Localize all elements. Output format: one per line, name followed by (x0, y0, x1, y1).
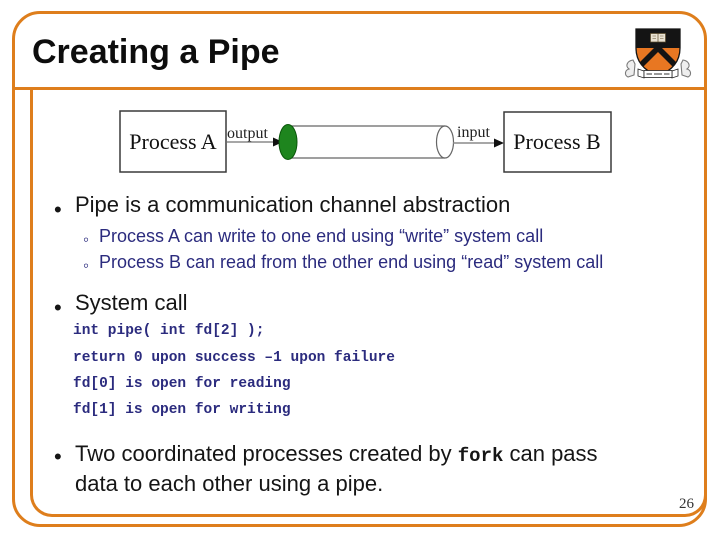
sub-bullet-write: Process A can write to one end using “wr… (99, 226, 544, 246)
slide-title: Creating a Pipe (32, 33, 280, 71)
output-arrowhead-icon (273, 137, 283, 147)
bullet-fork-pass-data: Two coordinated processes created by for… (75, 440, 598, 498)
bullet-pipe-abstraction: Pipe is a communication channel abstract… (75, 192, 511, 217)
crest-motto-banner (637, 68, 679, 79)
page-number: 26 (679, 496, 694, 512)
crest-book-icon (650, 33, 666, 43)
crest-supporters (624, 59, 692, 78)
sub-bullet-marker: ◦ (83, 256, 90, 275)
code-fd1: fd[1] is open for writing (73, 402, 291, 418)
bullet-marker: • (54, 197, 62, 222)
pipe-open-end (435, 125, 455, 159)
code-pipe-prototype: int pipe( int fd[2] ); (73, 323, 265, 339)
princeton-crest-icon (624, 28, 692, 79)
code-return-values: return 0 upon success –1 upon failure (73, 350, 395, 366)
pipe-diagram: Process A output input Process B (119, 110, 612, 173)
code-fd0: fd[0] is open for reading (73, 376, 291, 392)
fork-code-text: fork (457, 445, 504, 467)
bullet-fork-line1: Two coordinated processes created by for… (75, 440, 598, 470)
output-label: output (227, 125, 268, 142)
process-b-label: Process B (513, 129, 600, 154)
bullet-fork-line2: data to each other using a pipe. (75, 471, 384, 496)
input-arrowhead-icon (494, 138, 504, 148)
process-b-box (503, 111, 612, 173)
bullet-fork-post: can pass (503, 441, 598, 466)
process-a-box (119, 110, 227, 173)
bullet-system-call: System call (75, 290, 188, 315)
bullet-fork-pre: Two coordinated processes created by (75, 441, 458, 466)
pipe-body (288, 126, 445, 158)
input-label: input (457, 124, 490, 141)
content-border-frame (30, 87, 707, 517)
sub-bullet-read: Process B can read from the other end us… (99, 252, 604, 272)
sub-bullet-marker: ◦ (83, 230, 90, 249)
pipe-write-end (278, 124, 298, 160)
bullet-marker: • (54, 444, 62, 469)
process-a-label: Process A (129, 129, 217, 154)
bullet-marker: • (54, 295, 62, 320)
title-divider-line (12, 87, 707, 90)
